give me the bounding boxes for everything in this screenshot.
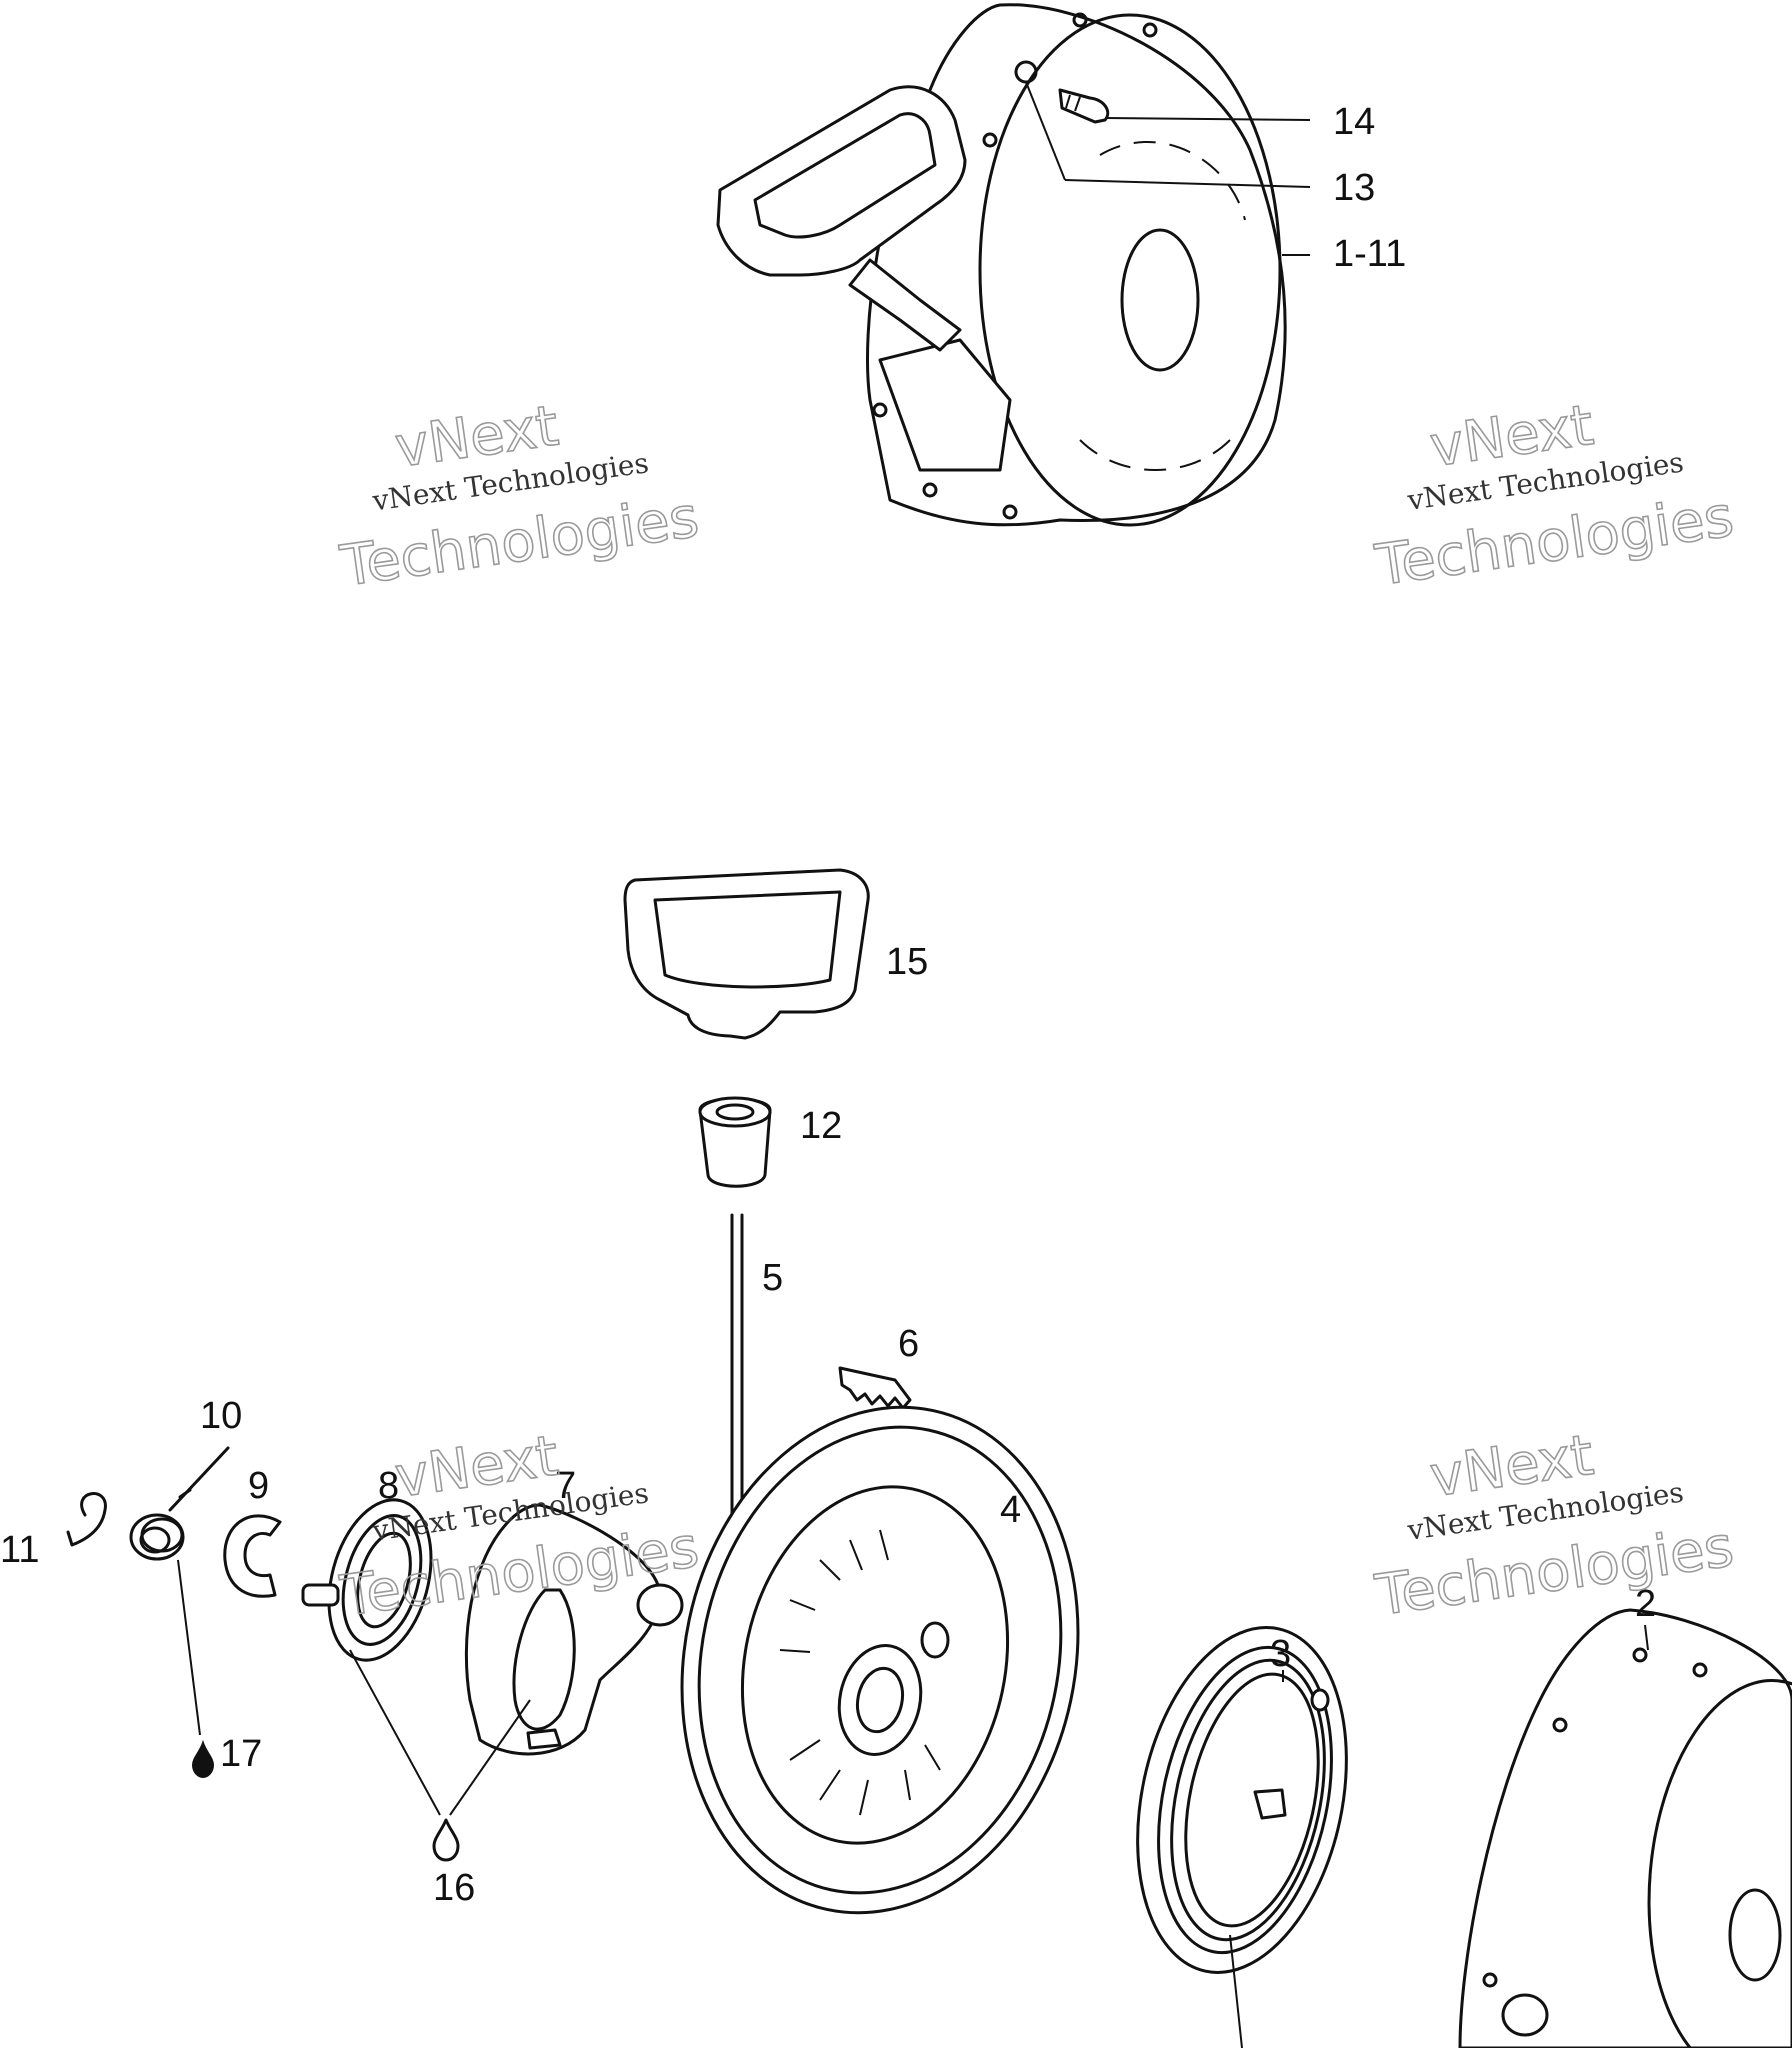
part-2-housing xyxy=(1458,1608,1792,2048)
watermark-bottom-right: vNext vNext Technologies Technologies xyxy=(1370,1422,1738,1630)
part-label-2: 2 xyxy=(1635,1583,1656,1625)
part-label-14: 14 xyxy=(1333,101,1375,143)
part-16-grease-drop xyxy=(432,1818,460,1862)
part-5-rope xyxy=(730,1213,744,1537)
part-label-10: 10 xyxy=(200,1395,242,1437)
part-label-8: 8 xyxy=(378,1465,399,1507)
part-label-17: 17 xyxy=(220,1733,262,1775)
part-15-handle xyxy=(623,868,870,1040)
part-11-clip xyxy=(66,1492,107,1547)
part-label-4: 4 xyxy=(1000,1489,1021,1531)
part-3-spring-housing xyxy=(1136,1626,1348,1974)
part-8-recoil-spring xyxy=(301,1498,433,1662)
part-6-pawl xyxy=(838,1366,912,1410)
part-9-eclip xyxy=(223,1514,282,1598)
part-12-grip xyxy=(698,1096,772,1188)
part-label-13: 13 xyxy=(1333,167,1375,209)
rewind-starter-assembly xyxy=(716,3,1287,527)
watermark-top-right: vNext vNext Technologies Technologies xyxy=(1370,392,1738,600)
watermark-top-left: vNext vNext Technologies Technologies xyxy=(335,393,703,601)
part-label-3: 3 xyxy=(1270,1633,1291,1675)
part-label-1-11: 1-11 xyxy=(1333,233,1406,275)
watermark-bottom-left: vNext vNext Technologies Technologies xyxy=(335,1423,703,1631)
part-label-15: 15 xyxy=(886,941,928,983)
part-4-pulley xyxy=(680,1405,1080,1915)
part-17-grease-drop xyxy=(191,1739,215,1779)
part-label-9: 9 xyxy=(248,1465,269,1507)
part-label-11: 11 xyxy=(0,1529,39,1571)
part-label-5: 5 xyxy=(762,1257,783,1299)
part-7-cover-plate xyxy=(464,1503,684,1756)
part-label-6: 6 xyxy=(898,1323,919,1365)
part-10-spring xyxy=(129,1446,230,1561)
part-label-12: 12 xyxy=(800,1105,842,1147)
part-label-7: 7 xyxy=(555,1465,576,1507)
part-label-16: 16 xyxy=(433,1867,475,1909)
